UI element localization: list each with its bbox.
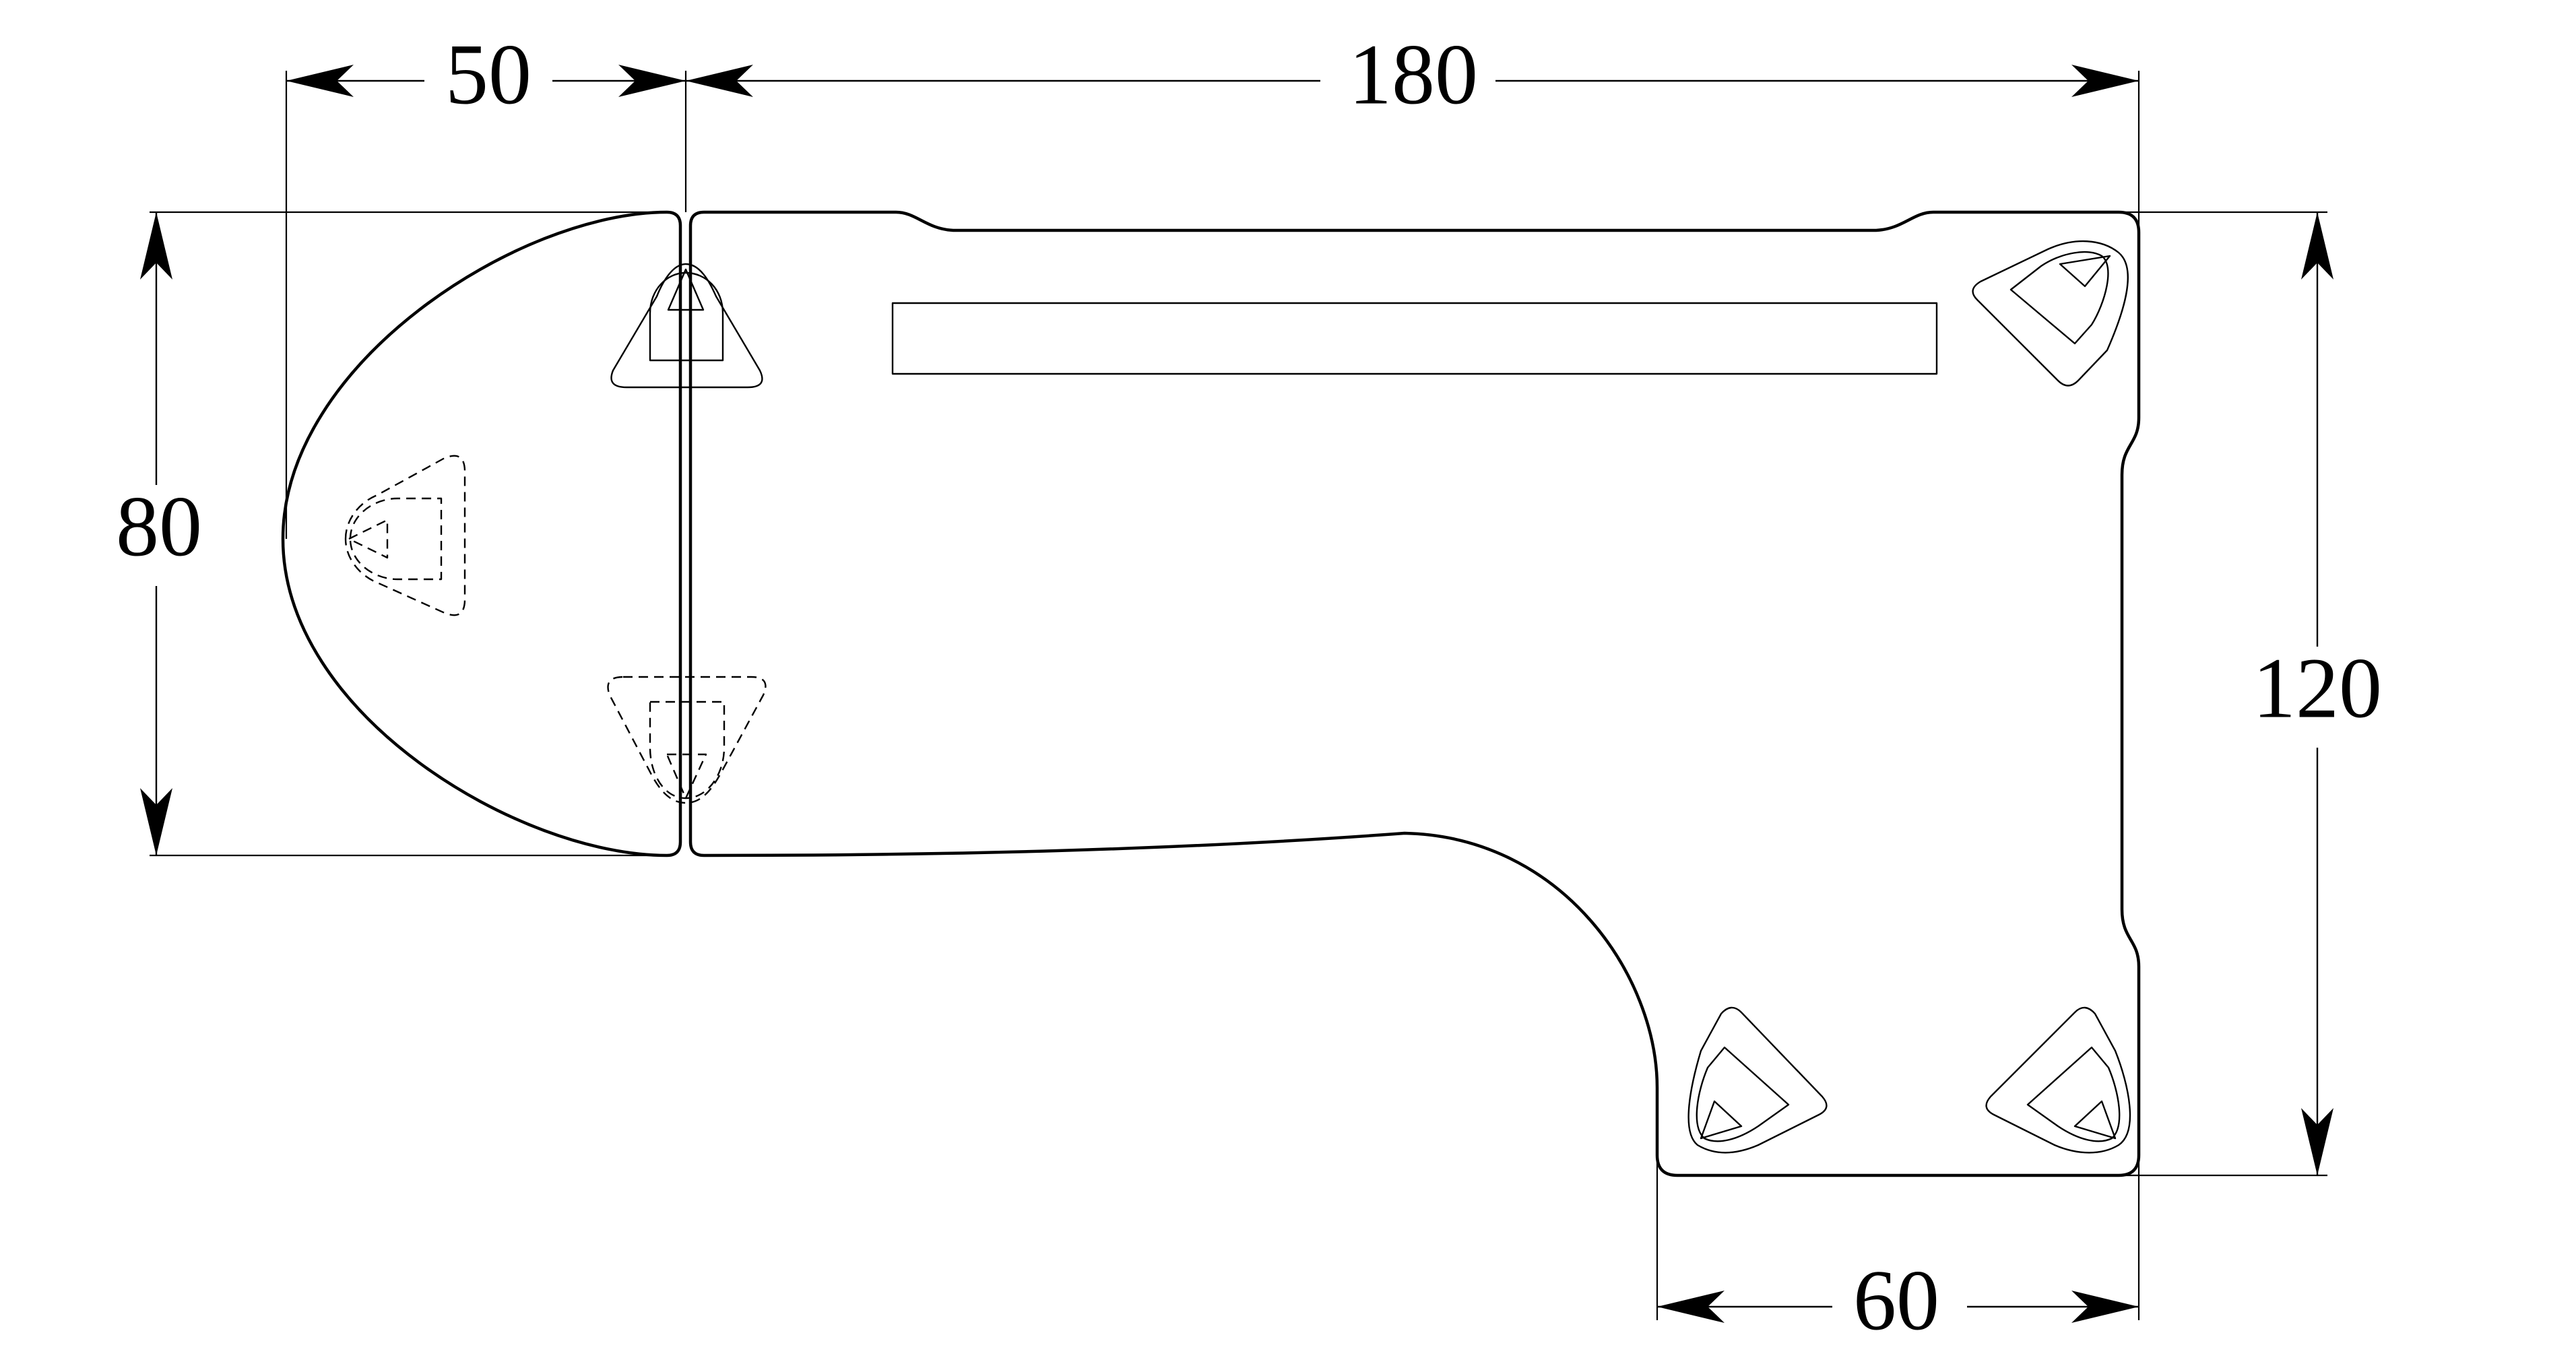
dimension-bottom: 60 — [1657, 1252, 2139, 1351]
leg-plate-top-seam — [610, 263, 763, 389]
dimension-top-left: 50 — [286, 26, 686, 125]
leg-plate-bottom-left — [1687, 1006, 1828, 1154]
desk-extension-outline — [281, 210, 682, 857]
dimension-right: 120 — [2240, 212, 2395, 1175]
dimension-label-180: 180 — [1349, 26, 1478, 122]
dimension-label-50: 50 — [445, 26, 532, 122]
dimension-label-60: 60 — [1853, 1252, 1939, 1348]
leg-plate-top-right — [1972, 240, 2129, 387]
cable-slot — [891, 302, 1938, 375]
dimension-label-120: 120 — [2253, 640, 2382, 736]
leg-plate-extension-hidden — [344, 455, 466, 616]
desk-main-outline — [688, 210, 2141, 1177]
dimension-left: 80 — [101, 212, 216, 855]
dimension-top-right: 180 — [686, 26, 2139, 125]
dimension-label-80: 80 — [116, 478, 202, 574]
leg-plate-bottom-right — [1985, 1006, 2131, 1154]
leg-plate-bottom-seam-hidden — [607, 676, 767, 804]
